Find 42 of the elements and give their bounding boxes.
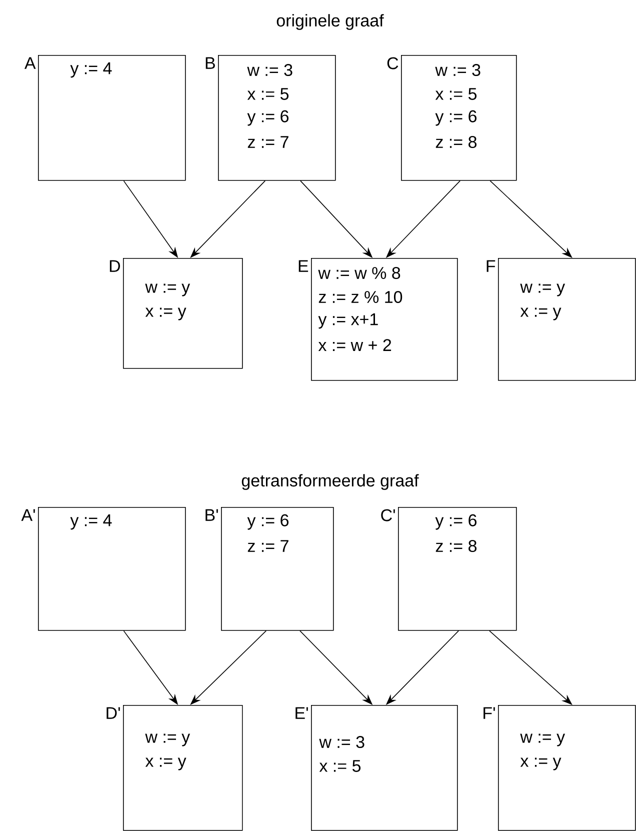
graph-title: originele graaf: [276, 14, 384, 30]
code-line: x := y: [145, 308, 186, 320]
code-line: y := 6: [435, 110, 476, 126]
box-label: D': [106, 707, 120, 719]
box-label: E': [296, 707, 308, 719]
code-line: y := 6: [435, 514, 476, 530]
box-label: D: [110, 260, 120, 272]
code-line: y := 6: [247, 110, 288, 126]
box-label: C: [387, 57, 398, 70]
code-line: w := y: [145, 734, 190, 746]
code-line: x := 5: [247, 88, 289, 100]
code-line: w := w % 8: [318, 267, 400, 280]
code-line: w := y: [520, 284, 566, 296]
code-line: w := y: [145, 284, 190, 296]
box-label: B': [206, 509, 218, 521]
box-label: F: [486, 260, 496, 272]
box-label: C': [381, 509, 395, 522]
code-line: z := z % 10: [318, 291, 402, 304]
code-line: y := x+1: [318, 313, 378, 329]
code-line: w := 3: [319, 736, 364, 748]
code-line: w := y: [520, 734, 566, 746]
code-line: x := w + 2: [318, 339, 392, 351]
code-line: x := y: [520, 308, 562, 320]
box-label: B: [206, 57, 215, 69]
code-line: x := y: [520, 758, 562, 770]
code-line: w := 3: [247, 64, 292, 76]
box-label: A: [24, 57, 36, 69]
graph-title: getransformeerde graaf: [242, 474, 419, 490]
code-line: x := y: [145, 758, 186, 770]
box-label: A': [21, 509, 35, 521]
code-line: y := 4: [70, 514, 112, 530]
code-line: z := 8: [436, 540, 476, 552]
box-label: F': [484, 707, 495, 719]
code-line: y := 4: [70, 62, 112, 78]
code-line: z := 7: [248, 540, 288, 552]
code-line: z := 8: [436, 136, 476, 148]
code-line: z := 7: [248, 136, 288, 148]
code-line: y := 6: [247, 514, 288, 530]
code-line: w := 3: [435, 64, 480, 76]
box-label: E: [298, 260, 308, 272]
code-line: x := 5: [319, 760, 361, 772]
code-line: x := 5: [435, 88, 477, 100]
